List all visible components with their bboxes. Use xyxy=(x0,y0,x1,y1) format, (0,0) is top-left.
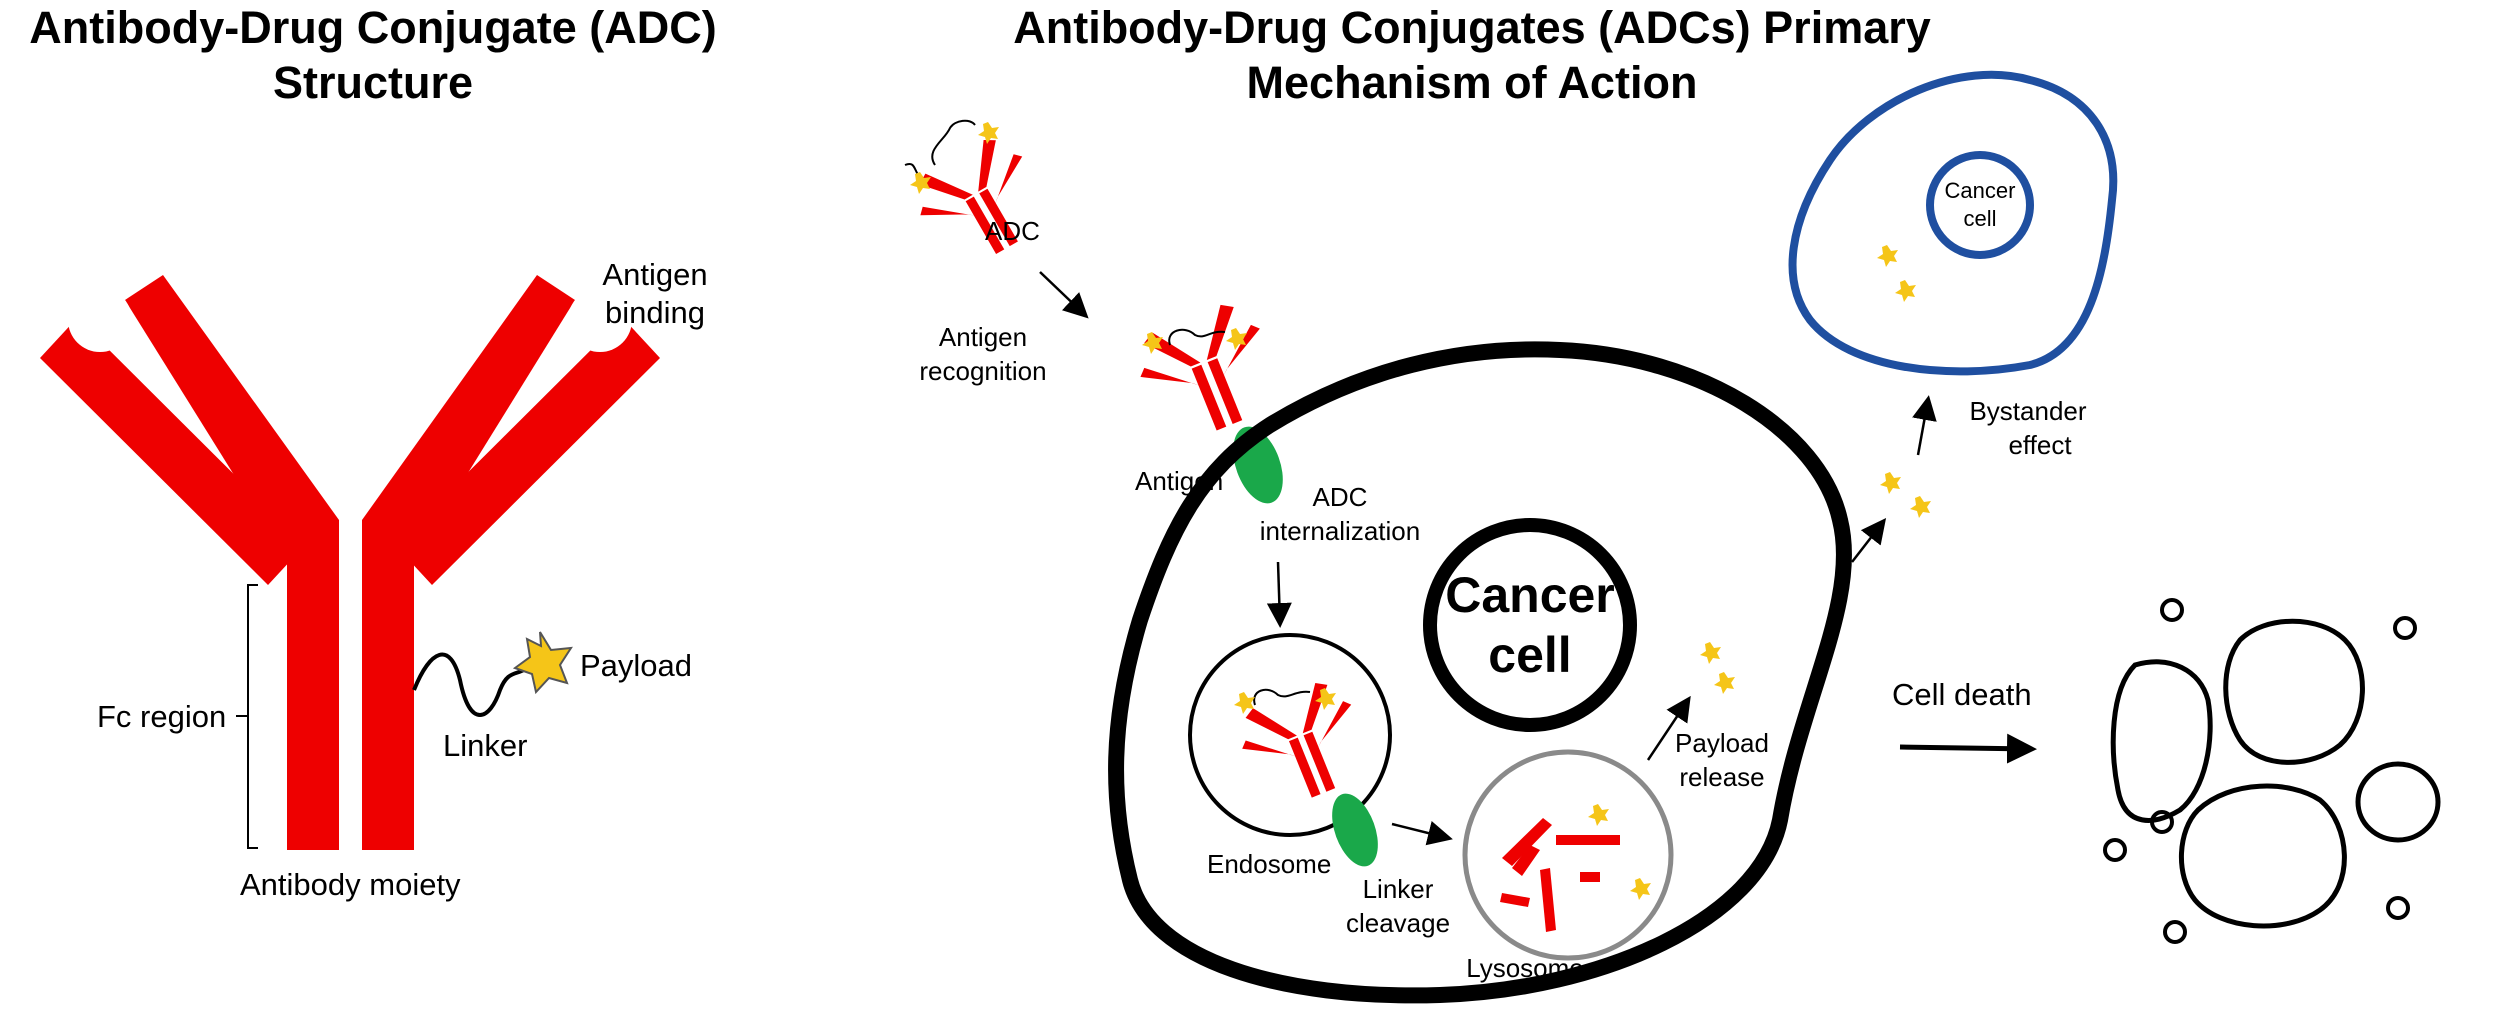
arrow-to-endosome xyxy=(1266,561,1292,628)
label-antigen-recognition-2: recognition xyxy=(919,356,1046,386)
bystander-cancer-cell xyxy=(1788,70,2118,376)
label-lysosome: Lysosome xyxy=(1466,953,1584,983)
label-cancer-cell-1: Cancer xyxy=(1445,567,1615,623)
payload-dot xyxy=(1142,332,1163,354)
payload-dot xyxy=(1588,804,1609,826)
payload-dot xyxy=(1880,472,1901,494)
antibody-right-arm-light xyxy=(395,318,660,585)
apoptotic-vesicle xyxy=(2386,896,2410,920)
linker-squiggle xyxy=(412,652,537,717)
label-linker: Linker xyxy=(443,728,527,763)
fc-bracket xyxy=(236,584,258,849)
antibody-heavy-chain-left xyxy=(287,530,339,850)
antibody-left-arm-heavy xyxy=(125,275,339,560)
arrow-out-of-cell xyxy=(1851,518,1887,563)
label-antigen-binding-2: binding xyxy=(605,295,705,330)
payload-dot xyxy=(1315,688,1336,710)
arrow-payload-release xyxy=(1646,695,1691,761)
endosome-adc xyxy=(1229,673,1378,815)
apoptotic-body xyxy=(2355,761,2441,843)
antibody-structure xyxy=(40,275,660,850)
label-internalization-2: internalization xyxy=(1260,516,1420,546)
apoptotic-body xyxy=(2110,659,2213,823)
payload-dot xyxy=(910,172,931,194)
payload-dot xyxy=(1630,878,1651,900)
label-payload-release-2: release xyxy=(1679,762,1764,792)
cancer-cell-nucleus xyxy=(1423,518,1637,732)
antibody-left-arm-light xyxy=(40,318,305,585)
main-cancer-cell xyxy=(1108,341,1852,1004)
label-antibody-moiety: Antibody moiety xyxy=(240,867,461,902)
endosome-antigen xyxy=(1332,793,1378,867)
endosome xyxy=(1188,633,1392,837)
antibody-heavy-chain-right xyxy=(362,530,414,850)
left-title-line1: Antibody-Drug Conjugate (ADC) xyxy=(29,2,716,53)
lysosome-fragments xyxy=(1500,818,1620,932)
label-linker-cleavage-2: cleavage xyxy=(1346,908,1450,938)
bystander-nucleus xyxy=(1926,151,2034,259)
apoptotic-body xyxy=(2178,783,2347,929)
label-bystander-cell-2: cell xyxy=(1963,206,1996,231)
payload-dot xyxy=(1877,245,1898,267)
payload-dot xyxy=(1714,672,1735,694)
payload-dot xyxy=(978,122,999,144)
label-linker-cleavage-1: Linker xyxy=(1363,874,1434,904)
arrow-to-recognition xyxy=(1039,271,1089,319)
label-bystander-cell-1: Cancer xyxy=(1945,178,2016,203)
label-cell-death: Cell death xyxy=(1892,677,2032,712)
right-title-line2: Mechanism of Action xyxy=(1247,57,1698,108)
payload-dot xyxy=(1895,280,1916,302)
apoptotic-body xyxy=(2223,618,2365,765)
label-antigen-binding-1: Antigen xyxy=(602,257,707,292)
label-fc-region: Fc region xyxy=(97,699,226,734)
label-payload-release-1: Payload xyxy=(1675,728,1769,758)
apoptotic-bodies xyxy=(2103,598,2441,944)
arrow-to-lysosome xyxy=(1391,821,1453,846)
label-antigen-recognition-1: Antigen xyxy=(939,322,1027,352)
arrow-to-bystander xyxy=(1912,395,1937,456)
payload-dot xyxy=(1910,496,1931,518)
label-adc: ADC xyxy=(985,216,1040,246)
label-endosome: Endosome xyxy=(1207,849,1331,879)
label-bystander-2: effect xyxy=(2008,430,2072,460)
antibody-right-arm-heavy xyxy=(362,275,575,560)
free-adc xyxy=(903,127,1058,278)
left-title-line2: Structure xyxy=(273,57,473,108)
arrow-cell-death xyxy=(1899,733,2037,764)
apoptotic-vesicle xyxy=(2393,616,2417,640)
apoptotic-vesicle xyxy=(2103,838,2127,862)
label-payload: Payload xyxy=(580,648,692,683)
payload-dot xyxy=(1700,642,1721,664)
lysosome xyxy=(1462,749,1674,961)
payload-star xyxy=(512,631,573,695)
apoptotic-vesicle xyxy=(2160,598,2184,622)
payload-dot xyxy=(1226,328,1247,350)
apoptotic-vesicle xyxy=(2150,810,2174,834)
label-cancer-cell-2: cell xyxy=(1488,627,1571,683)
right-title-line1: Antibody-Drug Conjugates (ADCs) Primary xyxy=(1013,2,1931,53)
label-bystander-1: Bystander xyxy=(1969,396,2086,426)
apoptotic-vesicle xyxy=(2163,920,2187,944)
label-internalization-1: ADC xyxy=(1313,482,1368,512)
payload-dot xyxy=(1234,692,1255,714)
